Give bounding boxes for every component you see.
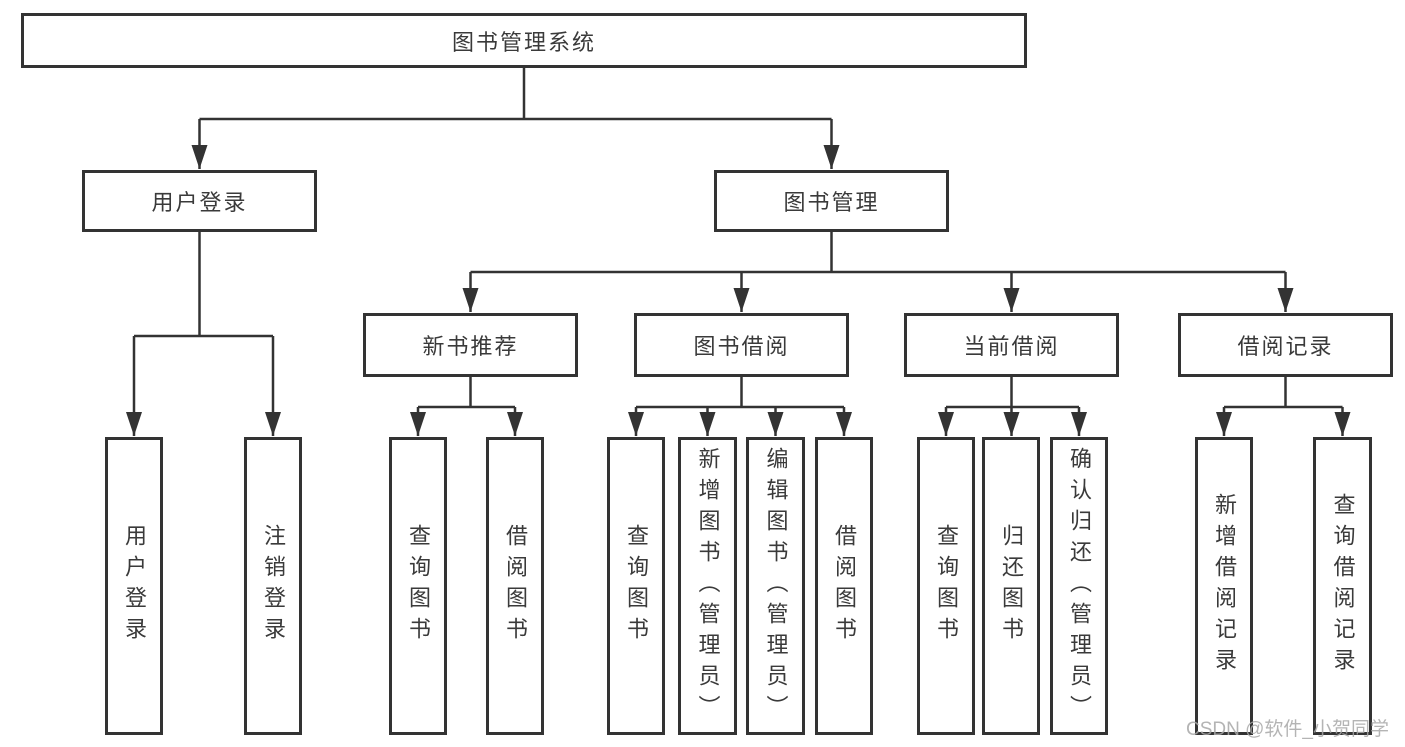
node-edit-books-admin: 编辑图书（管理员） bbox=[746, 437, 805, 735]
node-new-book-recommendation: 新书推荐 bbox=[363, 313, 578, 377]
node-borrow-books-borrowing: 借阅图书 bbox=[815, 437, 873, 735]
node-query-books-borrowing: 查询图书 bbox=[607, 437, 665, 735]
node-add-borrowing-record: 新增借阅记录 bbox=[1195, 437, 1253, 735]
node-query-books-current: 查询图书 bbox=[917, 437, 975, 735]
node-logout-action: 注销登录 bbox=[244, 437, 302, 735]
node-library-system: 图书管理系统 bbox=[21, 13, 1027, 68]
node-borrow-books-recommendation: 借阅图书 bbox=[486, 437, 544, 735]
node-query-borrowing-record: 查询借阅记录 bbox=[1313, 437, 1372, 735]
node-add-books-admin: 新增图书（管理员） bbox=[678, 437, 737, 735]
node-book-management: 图书管理 bbox=[714, 170, 949, 232]
node-return-books: 归还图书 bbox=[982, 437, 1040, 735]
node-query-books-recommendation: 查询图书 bbox=[389, 437, 447, 735]
csdn-watermark: CSDN @软件_小贺同学 bbox=[1186, 719, 1389, 740]
node-current-borrowing: 当前借阅 bbox=[904, 313, 1119, 377]
node-confirm-return-admin: 确认归还（管理员） bbox=[1050, 437, 1108, 735]
node-book-borrowing: 图书借阅 bbox=[634, 313, 849, 377]
node-user-login: 用户登录 bbox=[82, 170, 317, 232]
node-user-login-action: 用户登录 bbox=[105, 437, 163, 735]
node-borrowing-records: 借阅记录 bbox=[1178, 313, 1393, 377]
